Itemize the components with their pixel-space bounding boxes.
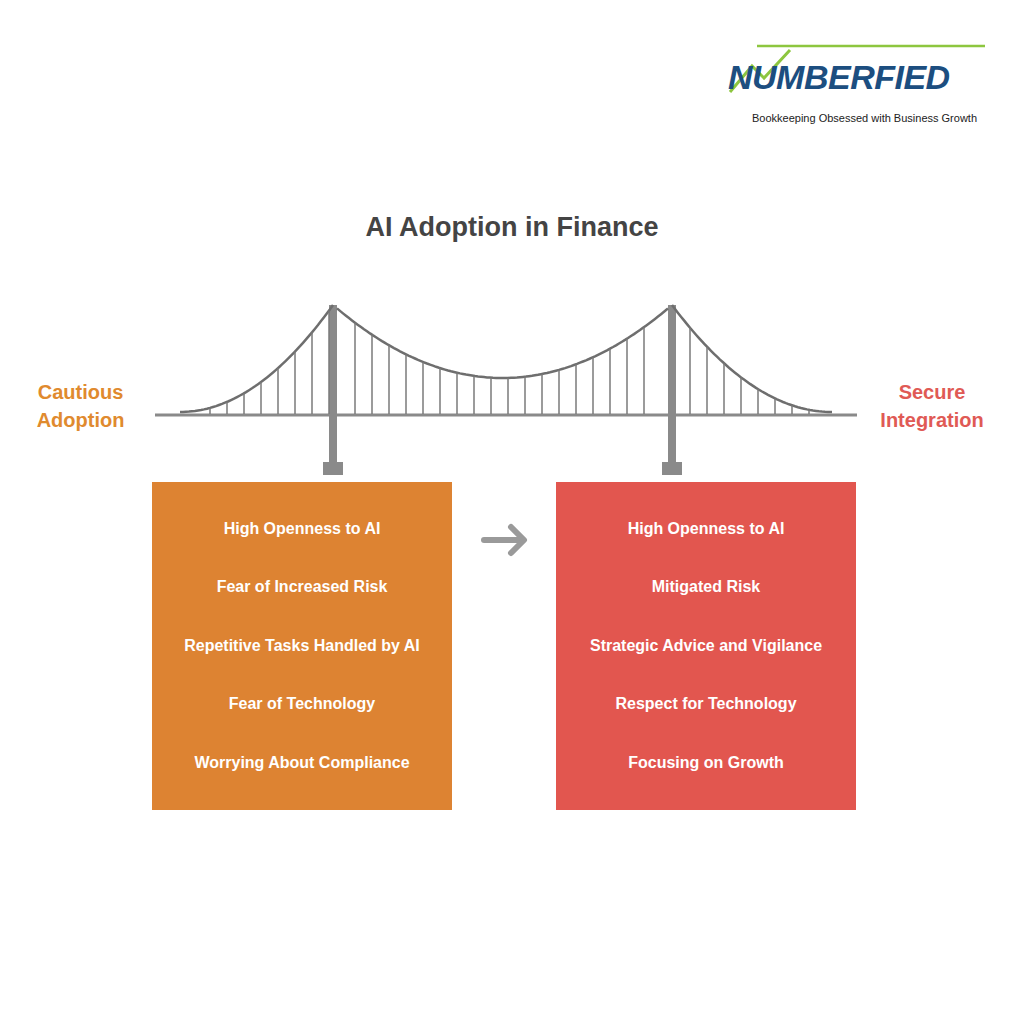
list-box: High Openness to AI Mitigated RiskStrateg… xyxy=(556,482,856,810)
bridge-hanger xyxy=(226,402,228,414)
bridge-hanger xyxy=(311,332,313,414)
list-item: Worrying About Compliance xyxy=(194,752,409,774)
bridge-hanger xyxy=(473,376,475,414)
bridge-hanger xyxy=(575,364,577,414)
bridge-hanger xyxy=(388,345,390,414)
bridge-tower xyxy=(668,305,676,475)
list-item: Mitigated Risk xyxy=(652,576,760,598)
logo-wordmark: NUMBERFIED xyxy=(728,58,950,97)
bridge-hanger xyxy=(243,393,245,414)
bridge-hanger xyxy=(706,347,708,414)
list-item: Fear of Technology xyxy=(229,693,375,715)
bridge-hanger xyxy=(808,410,810,414)
bridge-hanger xyxy=(209,408,211,414)
list-item: Repetitive Tasks Handled by AI xyxy=(184,635,420,657)
bridge-hanger xyxy=(689,328,691,414)
bridge-hanger xyxy=(422,362,424,414)
bridge-hanger xyxy=(439,368,441,414)
logo-rule xyxy=(757,45,985,48)
bridge-hanger xyxy=(558,370,560,414)
bridge-hanger xyxy=(723,363,725,414)
tower-base xyxy=(323,462,343,475)
bridge-hanger xyxy=(490,378,492,414)
list-item: Strategic Advice and Vigilance xyxy=(590,635,822,657)
list-item: High Openness to AI xyxy=(224,518,381,540)
bridge-hanger xyxy=(791,405,793,414)
arrow-shaft xyxy=(484,537,522,543)
bridge-hanger xyxy=(507,378,509,414)
bridge-hanger xyxy=(524,377,526,414)
list-item: Fear of Increased Risk xyxy=(217,576,388,598)
diagram-title: AI Adoption in Finance xyxy=(0,212,1024,243)
list-item: Respect for Technology xyxy=(615,693,796,715)
bridge-hanger xyxy=(774,398,776,414)
logo-tagline: Bookkeeping Obsessed with Business Growt… xyxy=(752,112,977,124)
arrow-head xyxy=(511,527,524,553)
bridge-tower xyxy=(329,305,337,475)
bridge-hanger xyxy=(609,349,611,414)
side-label: Cautious Adoption xyxy=(18,378,143,434)
bridge-hanger xyxy=(328,311,330,414)
tower-base xyxy=(662,462,682,475)
bridge-hanger xyxy=(405,354,407,414)
flow-arrow xyxy=(484,527,524,553)
bridge-cable xyxy=(672,305,832,412)
bridge-hanger xyxy=(260,382,262,414)
bridge-hanger xyxy=(592,357,594,414)
bridge-hanger xyxy=(456,373,458,414)
bridge-hanger xyxy=(371,335,373,414)
bridge-hanger xyxy=(643,327,645,414)
bridge-hanger xyxy=(757,389,759,414)
bridge-hanger xyxy=(626,339,628,414)
bridge-hanger xyxy=(740,377,742,414)
bridge-hanger xyxy=(277,368,279,414)
list-item: Focusing on Growth xyxy=(628,752,784,774)
bridge-hanger xyxy=(541,374,543,414)
side-label: Secure Integration xyxy=(866,378,998,434)
list-box: High Openness to AI Fear of Increased Ris… xyxy=(152,482,452,810)
list-item: High Openness to AI xyxy=(628,518,785,540)
bridge-cable xyxy=(337,308,668,378)
bridge-hanger xyxy=(294,352,296,414)
bridge-cable xyxy=(180,305,333,412)
bridge-hanger xyxy=(354,323,356,414)
